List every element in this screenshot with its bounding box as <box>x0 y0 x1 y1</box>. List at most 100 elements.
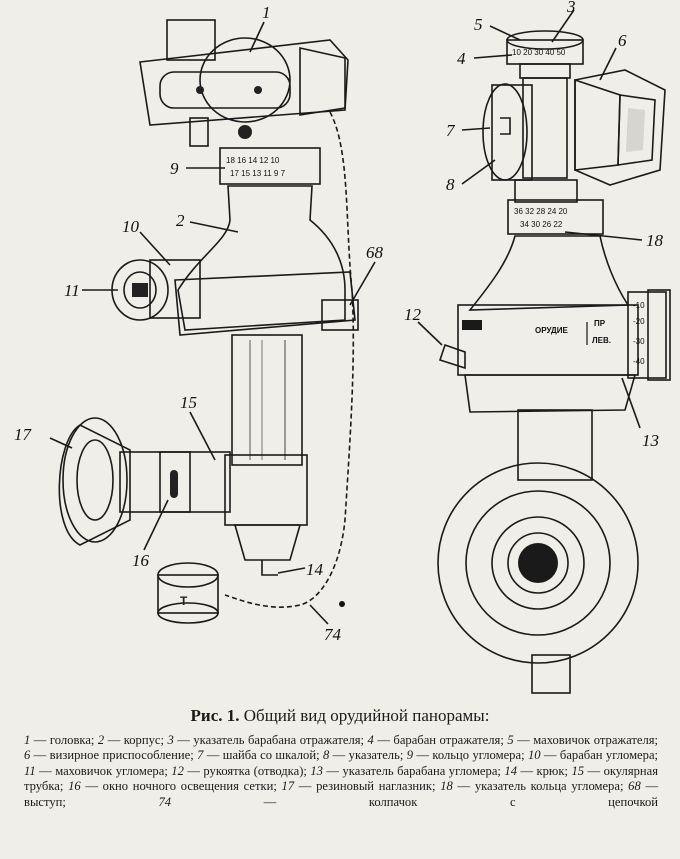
caption-title: Общий вид орудийной панорамы: <box>243 706 490 725</box>
legend-description: окулярная трубка <box>24 763 659 794</box>
legend-description: маховичок угломера <box>55 763 165 778</box>
legend-number: 13 <box>310 763 323 778</box>
legend-item: 12 — рукоятка (отводка); <box>171 763 311 778</box>
left-view: 18 16 14 12 10 17 15 13 11 9 7 <box>58 19 359 624</box>
legend-item: 13 — указатель барабана угломера; <box>310 763 505 778</box>
legend-number: 2 <box>97 733 105 747</box>
callout-15: 15 <box>180 393 197 412</box>
legend-description: выступ <box>24 794 63 809</box>
legend-item: 3 — указатель барабана отражателя; <box>167 733 368 747</box>
azimuth-ring: 18 16 14 12 10 17 15 13 11 9 7 <box>219 147 321 185</box>
callout-11: 11 <box>64 281 80 300</box>
legend-description: кольцо угломера <box>432 748 522 763</box>
callout-8: 8 <box>446 175 455 194</box>
legend-number: 16 <box>68 779 81 794</box>
legend-number: 18 <box>440 779 453 794</box>
right-leaders <box>417 9 643 429</box>
legend-number: 10 <box>527 748 541 763</box>
legend-description: барабан угломера <box>559 748 655 763</box>
svg-text:10 20 30 40 50: 10 20 30 40 50 <box>512 48 566 57</box>
callout-14: 14 <box>306 560 324 579</box>
svg-text:T: T <box>180 594 188 608</box>
callout-13: 13 <box>642 431 659 450</box>
legend-description: крюк <box>536 763 565 778</box>
dial-head <box>199 37 291 123</box>
hook <box>261 560 278 576</box>
legend-description: указатель барабана отражателя <box>193 733 361 747</box>
legend-item: 17 — резиновый наглазник; <box>281 779 441 794</box>
legend-number: 15 <box>571 763 585 778</box>
legend-item: 5 — маховичок отражателя; <box>507 733 659 747</box>
release-handle <box>438 343 466 370</box>
top-knob <box>166 19 216 61</box>
eyepiece-face <box>437 462 639 664</box>
legend-number: 68 <box>628 779 641 794</box>
legend-description: шайба со шкалой <box>222 748 317 763</box>
legend-number: 14 <box>504 763 517 778</box>
legend-description: рукоятка (отводка) <box>203 763 304 778</box>
legend-item: 14 — крюк; <box>504 763 572 778</box>
legend-number: 3 <box>167 733 174 747</box>
rubber-eyecup <box>58 417 131 546</box>
legend-description: головка <box>49 733 91 747</box>
callout-17: 17 <box>14 425 33 444</box>
callout-68: 68 <box>366 243 384 262</box>
drum-tick: -30 <box>633 337 645 346</box>
legend-description: окно ночного освещения сетки <box>102 779 274 794</box>
drum-tick: -10 <box>633 301 645 310</box>
legend-item: 10 — барабан угломера; <box>527 748 659 763</box>
legend-number: 9 <box>406 748 414 763</box>
night-window <box>159 451 191 513</box>
reflector-box <box>139 39 349 126</box>
legend-item: 15 — окулярная трубка; <box>24 763 659 794</box>
legend-description: корпус <box>123 733 161 747</box>
callout-9: 9 <box>170 159 179 178</box>
legend-description: маховичок отражателя <box>533 733 655 747</box>
scale-washer <box>482 83 533 181</box>
legend-item: 68 — выступ; <box>24 779 659 809</box>
legend-number: 5 <box>507 733 514 747</box>
callout-16: 16 <box>132 551 150 570</box>
legend-description: указатель кольца угломера <box>474 779 620 794</box>
legend-number: 1 <box>24 733 31 747</box>
cap: T <box>157 562 219 624</box>
svg-text:18 16 14 12 10: 18 16 14 12 10 <box>226 156 280 165</box>
legend-item: 4 — барабан отражателя; <box>367 733 508 747</box>
legend-description: указатель барабана угломера <box>342 763 498 778</box>
legend-number: 8 <box>322 748 330 763</box>
figure-caption: Рис. 1. Общий вид орудийной панорамы: <box>30 706 650 726</box>
legend-item: 9 — кольцо угломера; <box>406 748 528 763</box>
legend-description: колпачок с цепочкой <box>368 794 659 809</box>
callout-4: 4 <box>457 49 466 68</box>
callout-5: 5 <box>474 15 483 34</box>
legend-description: указатель <box>348 748 400 763</box>
callout-74: 74 <box>324 625 342 644</box>
legend-item: 6 — визирное приспособление; <box>24 748 198 763</box>
legend-number: 7 <box>197 748 204 763</box>
svg-text:17 15 13 11 9 7: 17 15 13 11 9 7 <box>230 169 286 178</box>
engraving-orudie: ОРУДИЕ <box>535 326 568 335</box>
svg-text:36 32 28 24 20: 36 32 28 24 20 <box>514 207 568 216</box>
body-housing <box>177 185 346 331</box>
legend-number: 4 <box>367 733 374 747</box>
legend-description: барабан отражателя <box>393 733 501 747</box>
caption-prefix: Рис. 1. <box>190 706 240 725</box>
callout-18: 18 <box>646 231 664 250</box>
legend-item: 16 — окно ночного освещения сетки; <box>68 779 282 794</box>
azimuth-ring-right <box>507 199 604 235</box>
legend-number: 11 <box>24 763 36 778</box>
right-view: 10 20 30 40 50 36 32 28 24 20 34 30 26 2… <box>437 30 671 694</box>
panorama-illustration: 18 16 14 12 10 17 15 13 11 9 7 <box>14 0 671 694</box>
drum-tick: -40 <box>633 357 645 366</box>
callout-numbers: 1 2 3 4 5 6 7 8 9 10 11 12 13 14 15 16 1… <box>14 0 664 644</box>
callout-7: 7 <box>446 121 456 140</box>
callout-6: 6 <box>618 31 627 50</box>
callout-1: 1 <box>262 3 271 22</box>
callout-12: 12 <box>404 305 422 324</box>
legend-text: 1 — головка; 2 — корпус; 3 — указатель б… <box>24 733 658 810</box>
callout-10: 10 <box>122 217 140 236</box>
legend-item: 18 — указатель кольца угломера; <box>440 779 629 794</box>
azimuth-drum: -10 -20 -30 -40 <box>627 289 671 381</box>
legend-number: 12 <box>171 763 184 778</box>
legend-number: 74 <box>158 794 172 809</box>
